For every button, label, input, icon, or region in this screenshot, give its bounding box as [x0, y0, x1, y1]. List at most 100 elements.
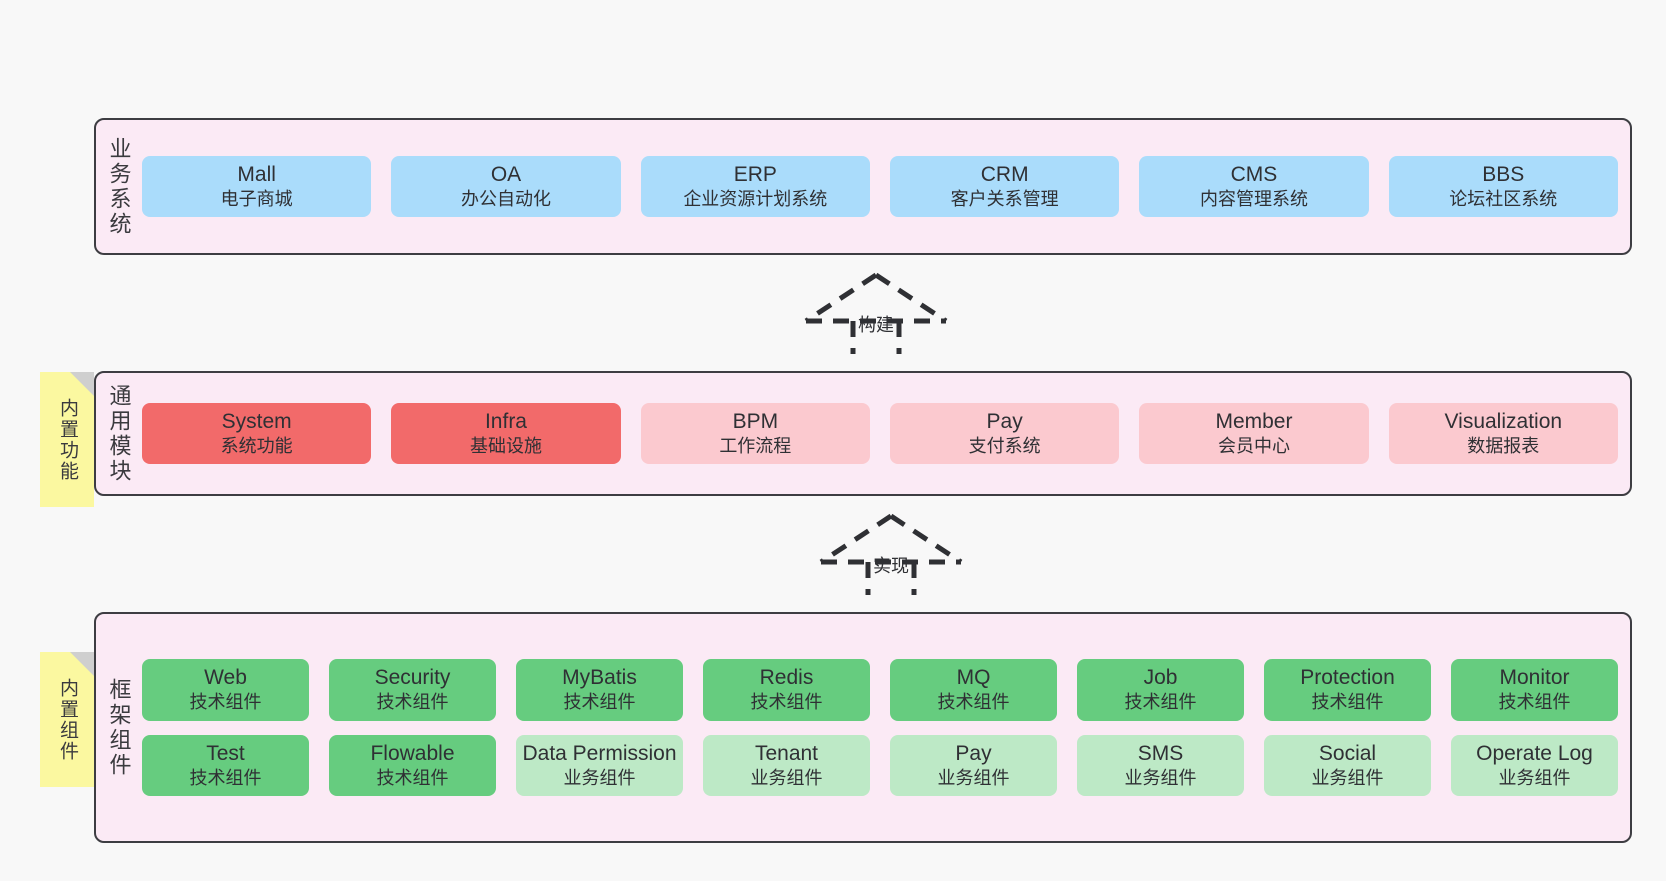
component-box-infra[interactable]: Infra 基础设施	[391, 402, 621, 465]
layer-title-common-module: 通用模块	[96, 373, 142, 494]
layer-title-framework-component: 框架组件	[96, 614, 142, 841]
component-box-sms[interactable]: SMS 业务组件	[1077, 734, 1244, 797]
component-name: Web	[204, 665, 247, 689]
component-box-member[interactable]: Member 会员中心	[1139, 402, 1369, 465]
component-desc: 技术组件	[376, 692, 449, 713]
connector-implement: 实现	[815, 513, 967, 597]
component-name: Data Permission	[522, 741, 677, 765]
component-box-tenant[interactable]: Tenant 业务组件	[703, 734, 870, 797]
component-name: Tenant	[754, 741, 819, 765]
component-box-bpm[interactable]: BPM 工作流程	[640, 402, 870, 465]
layer-body-framework-component: Web 技术组件 Security 技术组件 MyBatis 技术组件 Redi…	[142, 614, 1630, 841]
component-box-bbs[interactable]: BBS 论坛社区系统	[1388, 155, 1618, 218]
component-desc: 业务组件	[750, 768, 823, 789]
component-box-mq[interactable]: MQ 技术组件	[890, 658, 1057, 721]
layer-row: Web 技术组件 Security 技术组件 MyBatis 技术组件 Redi…	[142, 658, 1618, 721]
component-name: BBS	[1482, 162, 1525, 186]
layer-body-common-module: System 系统功能 Infra 基础设施 BPM 工作流程 Pay 支付系统…	[142, 373, 1630, 494]
component-desc: 电子商城	[220, 189, 293, 210]
component-box-mall[interactable]: Mall 电子商城	[142, 155, 372, 218]
component-box-system[interactable]: System 系统功能	[142, 402, 372, 465]
sticky-note-builtin-components: 内置组件	[40, 652, 94, 787]
component-desc: 支付系统	[968, 436, 1041, 457]
component-name: Operate Log	[1476, 741, 1593, 765]
component-box-web[interactable]: Web 技术组件	[142, 658, 309, 721]
component-name: Protection	[1300, 665, 1395, 689]
component-box-social[interactable]: Social 业务组件	[1264, 734, 1431, 797]
component-box-oa[interactable]: OA 办公自动化	[391, 155, 621, 218]
component-box-erp[interactable]: ERP 企业资源计划系统	[640, 155, 870, 218]
component-box-test[interactable]: Test 技术组件	[142, 734, 309, 797]
component-desc: 技术组件	[563, 692, 636, 713]
generalization-arrow-icon	[804, 272, 948, 354]
component-box-pay-business[interactable]: Pay 业务组件	[890, 734, 1057, 797]
component-box-security[interactable]: Security 技术组件	[329, 658, 496, 721]
component-desc: 业务组件	[937, 768, 1010, 789]
connector-label-build: 构建	[858, 315, 894, 335]
component-desc: 技术组件	[750, 692, 823, 713]
component-name: Job	[1143, 665, 1178, 689]
component-desc: 办公自动化	[460, 189, 551, 210]
component-name: CRM	[980, 162, 1029, 186]
component-name: ERP	[733, 162, 777, 186]
component-desc: 技术组件	[189, 692, 262, 713]
component-name: BPM	[732, 409, 779, 433]
component-desc: 企业资源计划系统	[683, 189, 828, 210]
component-desc: 技术组件	[376, 768, 449, 789]
component-box-monitor[interactable]: Monitor 技术组件	[1451, 658, 1618, 721]
component-desc: 技术组件	[1124, 692, 1197, 713]
component-box-data-permission[interactable]: Data Permission 业务组件	[516, 734, 683, 797]
component-box-mybatis[interactable]: MyBatis 技术组件	[516, 658, 683, 721]
component-name: Mall	[237, 162, 276, 186]
component-name: CMS	[1230, 162, 1278, 186]
component-box-crm[interactable]: CRM 客户关系管理	[889, 155, 1120, 218]
component-name: Test	[206, 741, 245, 765]
component-name: Flowable	[370, 741, 455, 765]
layer-title-text: 通用模块	[106, 383, 132, 484]
component-desc: 工作流程	[719, 436, 792, 457]
component-desc: 业务组件	[1311, 768, 1384, 789]
connector-label-implement: 实现	[873, 556, 909, 576]
component-desc: 业务组件	[563, 768, 636, 789]
component-box-operate-log[interactable]: Operate Log 业务组件	[1451, 734, 1618, 797]
component-box-flowable[interactable]: Flowable 技术组件	[329, 734, 496, 797]
connector-build: 构建	[800, 272, 952, 356]
layer-body-business-system: Mall 电子商城 OA 办公自动化 ERP 企业资源计划系统 CRM 客户关系…	[142, 120, 1630, 253]
layer-common-module: 通用模块 System 系统功能 Infra 基础设施 BPM 工作流程 Pay	[94, 371, 1632, 496]
component-box-cms[interactable]: CMS 内容管理系统	[1139, 155, 1369, 218]
layer-title-text: 业务系统	[106, 136, 132, 237]
component-name: Infra	[484, 409, 527, 433]
component-name: Monitor	[1499, 665, 1570, 689]
generalization-arrow-icon	[819, 513, 963, 595]
component-box-job[interactable]: Job 技术组件	[1077, 658, 1244, 721]
layer-business-system: 业务系统 Mall 电子商城 OA 办公自动化 ERP 企业资源计划系统 CRM	[94, 118, 1632, 255]
component-name: Visualization	[1444, 409, 1563, 433]
component-name: SMS	[1137, 741, 1184, 765]
component-desc: 技术组件	[189, 768, 262, 789]
layer-framework-component: 框架组件 Web 技术组件 Security 技术组件 MyBatis 技术组件…	[94, 612, 1632, 843]
component-box-redis[interactable]: Redis 技术组件	[703, 658, 870, 721]
component-desc: 论坛社区系统	[1449, 189, 1558, 210]
component-name: MQ	[956, 665, 991, 689]
component-name: System	[221, 409, 292, 433]
component-desc: 技术组件	[937, 692, 1010, 713]
component-name: MyBatis	[562, 665, 637, 689]
component-box-pay[interactable]: Pay 支付系统	[889, 402, 1120, 465]
component-desc: 技术组件	[1498, 692, 1571, 713]
component-box-protection[interactable]: Protection 技术组件	[1264, 658, 1431, 721]
component-desc: 会员中心	[1217, 436, 1290, 457]
sticky-note-text: 内置功能	[56, 397, 78, 482]
layer-title-business-system: 业务系统	[96, 120, 142, 253]
component-name: Security	[374, 665, 451, 689]
component-desc: 系统功能	[220, 436, 293, 457]
note-fold-corner-icon	[70, 652, 94, 676]
component-box-visualization[interactable]: Visualization 数据报表	[1388, 402, 1618, 465]
component-desc: 客户关系管理	[950, 189, 1059, 210]
component-name: Pay	[955, 741, 992, 765]
component-name: OA	[490, 162, 522, 186]
layer-row: Mall 电子商城 OA 办公自动化 ERP 企业资源计划系统 CRM 客户关系…	[142, 155, 1618, 218]
component-desc: 业务组件	[1124, 768, 1197, 789]
component-name: Member	[1215, 409, 1293, 433]
component-desc: 数据报表	[1467, 436, 1540, 457]
